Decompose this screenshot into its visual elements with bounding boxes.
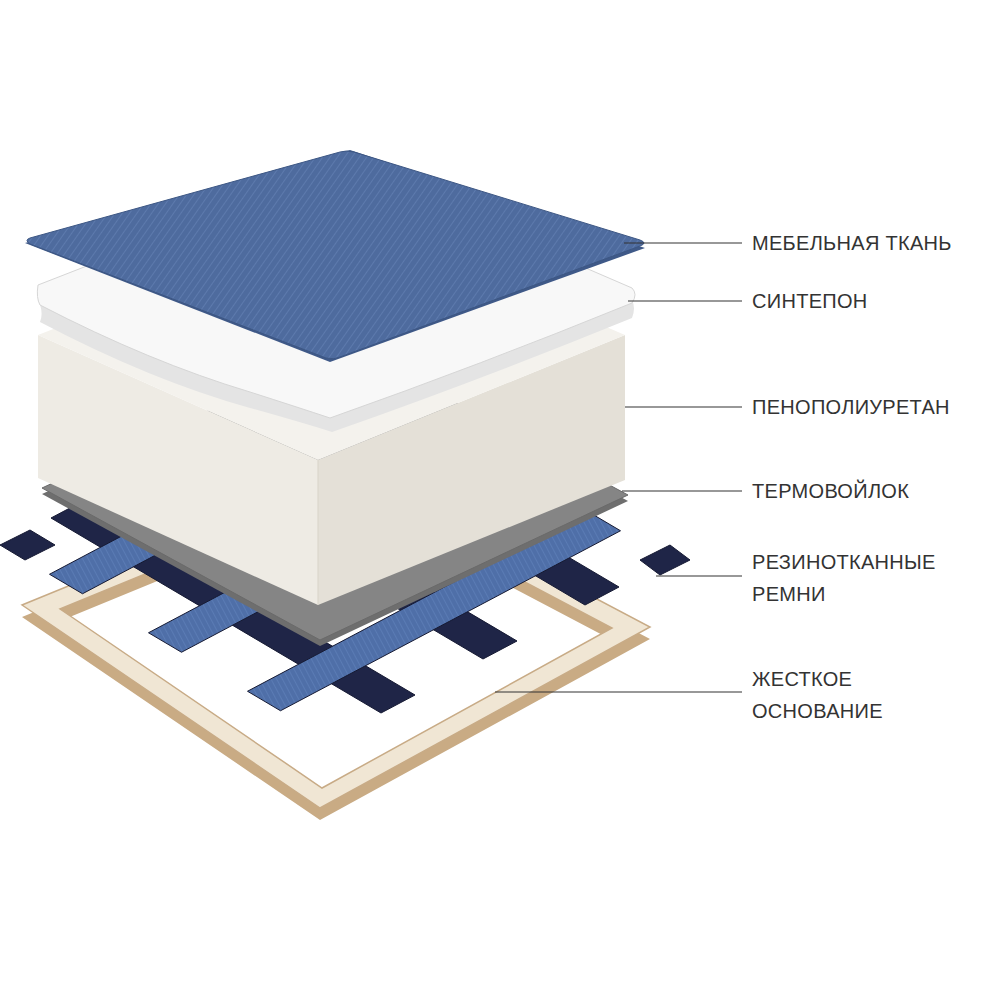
part-label: ПЕНОПОЛИУРЕТАН [752,394,992,420]
part-label: ЖЕСТКОЕ ОСНОВАНИЕ [752,663,952,727]
part-label: СИНТЕПОН [752,288,992,314]
fabric [25,150,645,362]
part-label: РЕЗИНОТКАННЫЕ РЕМНИ [752,546,952,610]
part-label: МЕБЕЛЬНАЯ ТКАНЬ [752,230,992,256]
leader-lines [495,243,742,692]
part-label: ТЕРМОВОЙЛОК [752,478,992,504]
